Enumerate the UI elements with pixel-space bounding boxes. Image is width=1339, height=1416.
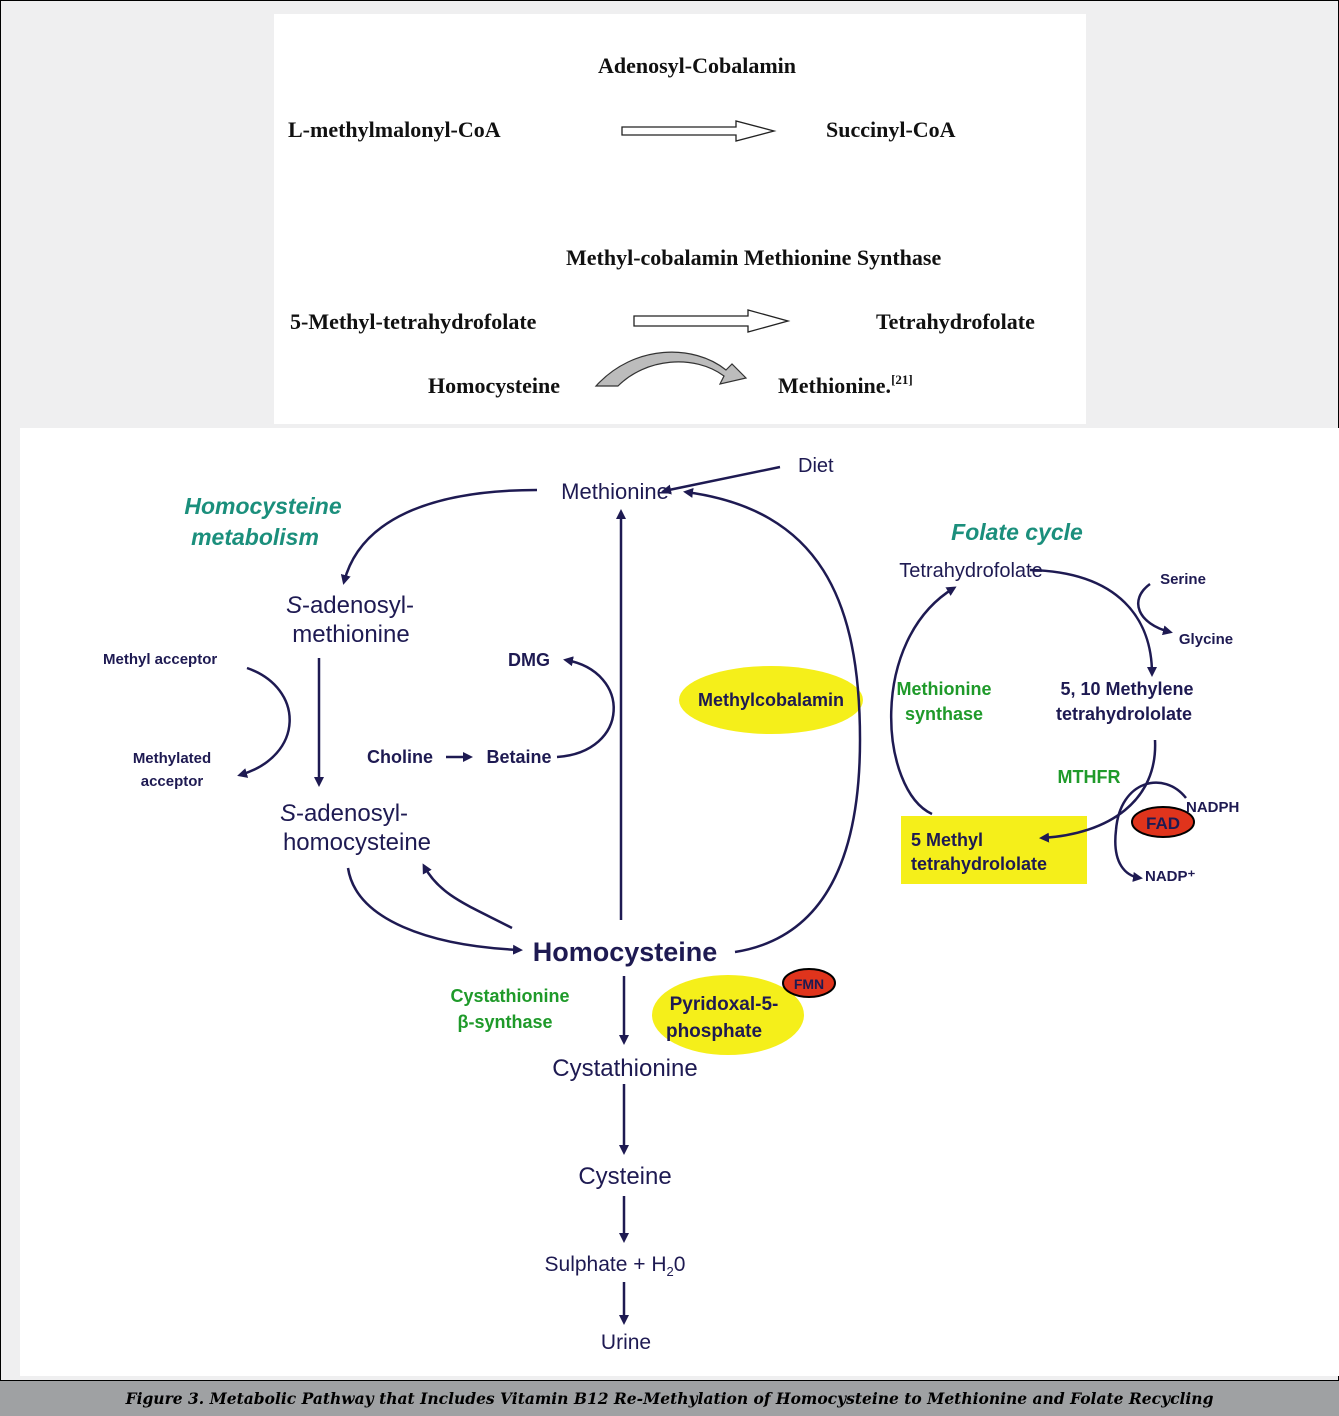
methylmalonyl-coa-label: L-methylmalonyl-CoA [288,117,501,142]
reaction-equations: Adenosyl-Cobalamin L-methylmalonyl-CoA S… [288,53,1035,398]
methylene-thf-line2: tetrahydrololate [1056,704,1192,724]
methyl-thf-line1: 5 Methyl [911,830,983,850]
citation-21: [21] [891,372,913,387]
metabolic-pathway-diagram: Homocysteine metabolism Folate cycle Die… [20,428,1339,1376]
diet-to-methionine-arrow [661,465,781,495]
sam-node-line2: methionine [292,621,409,648]
plp-label-line2: phosphate [666,1021,762,1042]
cbs-enzyme-line2: β-synthase [457,1012,552,1032]
folate-cycle-title: Folate cycle [951,519,1083,545]
reaction-equations-panel: Adenosyl-Cobalamin L-methylmalonyl-CoA S… [274,14,1086,424]
urine-node: Urine [601,1331,651,1354]
glycine-node: Glycine [1179,631,1233,648]
sulphate-node: Sulphate + H20 [545,1253,686,1279]
homocysteine-to-sah-arrow [422,863,513,930]
fmn-label: FMN [794,976,824,992]
methyl-transfer-arrow [237,666,291,778]
methylcobalamin-highlight [679,666,863,734]
methionine-node: Methionine [561,479,669,504]
curved-conversion-arrow [594,351,748,387]
fmn-badge [782,968,836,998]
methionine-synthase-line2: synthase [905,704,983,724]
pathway-svg: Homocysteine metabolism Folate cycle Die… [103,455,1239,1354]
sah-to-homocysteine-arrow [346,867,523,955]
methionine-top-text: Methionine. [778,373,891,398]
methyl-acceptor-node: Methyl acceptor [103,651,217,668]
thf-to-methylene-thf-arrow [1029,568,1157,677]
sulphate-text-end: 0 [674,1253,686,1276]
methyl-thf-to-thf-arrow [890,586,957,816]
choline-node: Choline [367,747,433,767]
cystathionine-node: Cystathionine [552,1055,697,1082]
methionine-synthase-label: Methyl-cobalamin Methionine Synthase [566,245,941,270]
sah-prefix: S [280,800,296,827]
betaine-node: Betaine [486,747,551,767]
fad-badge [1131,806,1195,838]
methyl-thf-line2: tetrahydrololate [911,854,1047,874]
serine-to-glycine-arrow [1137,582,1173,636]
cysteine-node: Cysteine [578,1163,671,1190]
methylene-thf-line1: 5, 10 Methylene [1060,679,1193,699]
sah-node-line1: S-adenosyl- [280,800,408,827]
sah-node-line2: homocysteine [283,829,431,856]
mthfr-reaction-arrow [1039,739,1157,843]
sah-rest: -adenosyl- [296,800,408,827]
sam-node-line1: S-adenosyl- [286,592,414,619]
sulphate-subscript: 2 [667,1264,674,1279]
fad-label: FAD [1146,814,1180,833]
thf-label: Tetrahydrofolate [876,309,1035,334]
succinyl-coa-label: Succinyl-CoA [826,117,956,142]
methionine-synthase-line1: Methionine [897,679,992,699]
methionine-to-sam-arrow [340,488,538,585]
cbs-enzyme-line1: Cystathionine [450,986,569,1006]
homocysteine-metabolism-title-2: metabolism [191,524,319,550]
mthfr-enzyme: MTHFR [1058,767,1121,787]
serine-node: Serine [1160,571,1206,588]
plp-highlight [652,975,804,1055]
dmg-node: DMG [508,650,550,670]
methylated-acceptor-line2: acceptor [141,773,204,790]
reaction1-arrow [621,120,777,142]
homocysteine-node: Homocysteine [533,937,718,967]
tetrahydrofolate-node: Tetrahydrofolate [899,560,1042,582]
methyl-thf-highlight [901,816,1087,884]
homocysteine-metabolism-title-1: Homocysteine [184,493,341,519]
figure-caption: Figure 3. Metabolic Pathway that Include… [125,1389,1214,1408]
plp-label-line1: Pyridoxal-5- [670,994,779,1015]
methyl-thf-label: 5-Methyl-tetrahydrofolate [290,309,537,334]
homocysteine-top-label: Homocysteine [428,373,560,398]
nadph-node: NADPH [1186,799,1239,816]
figure-caption-bar: Figure 3. Metabolic Pathway that Include… [0,1380,1339,1416]
reaction2-arrow [633,309,791,333]
nadph-to-nadp-arrow [1114,781,1187,882]
diet-node: Diet [798,455,834,477]
sulphate-text: Sulphate + H [545,1253,667,1276]
nadp-node: NADP⁺ [1145,868,1196,885]
adenosyl-cobalamin-label: Adenosyl-Cobalamin [598,53,796,78]
sam-prefix: S [286,592,302,619]
remethylation-arrow [683,487,862,954]
methionine-top-label: Methionine.[21] [778,372,913,398]
sam-rest: -adenosyl- [302,592,414,619]
methylcobalamin-label: Methylcobalamin [698,690,844,710]
betaine-to-dmg-arrow [556,656,615,759]
methylated-acceptor-line1: Methylated [133,750,211,767]
